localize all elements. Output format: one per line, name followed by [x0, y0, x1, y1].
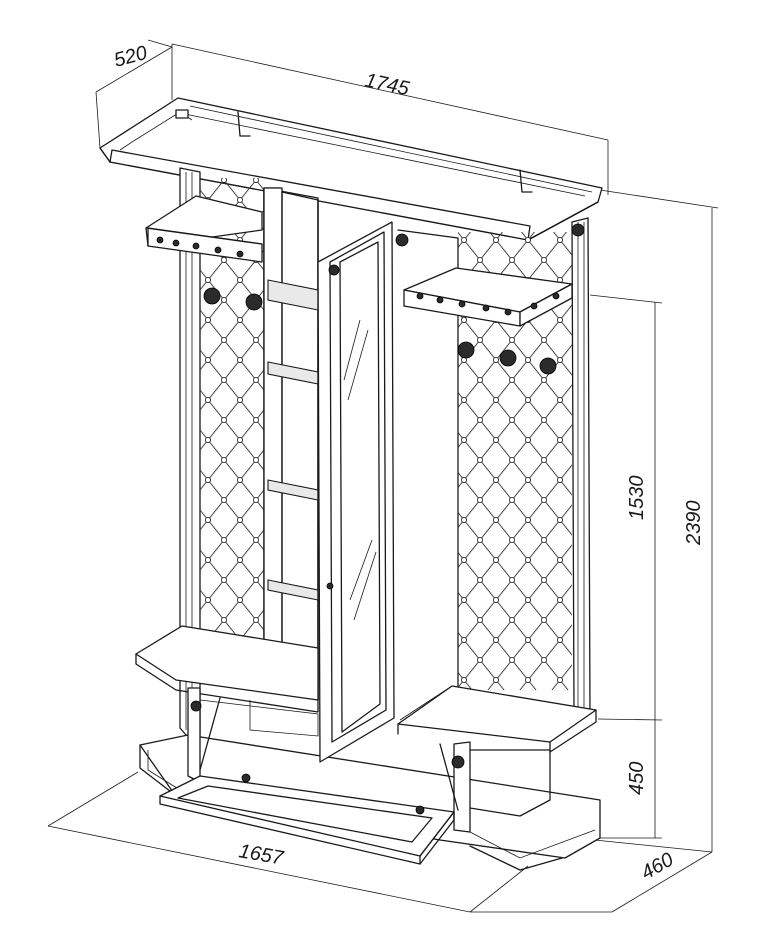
mirror-door [317, 221, 395, 763]
right-seat [397, 685, 597, 753]
dim-depth-top: 520 [112, 42, 150, 72]
dim-width-top: 1745 [363, 69, 412, 100]
dimension-lines [47, 39, 719, 913]
left-rack-knobs [156, 236, 244, 258]
left-coat-hooks [203, 287, 263, 311]
top-cornice [99, 97, 603, 241]
dim-height-seat: 450 [626, 762, 648, 795]
right-coat-hooks [457, 341, 557, 375]
dim-depth-bottom: 460 [638, 849, 678, 885]
shelf-unit [263, 187, 319, 701]
dim-height-hooks: 1530 [626, 476, 648, 521]
right-rack-knobs [416, 292, 560, 316]
left-hat-rack [145, 195, 263, 311]
plinth [139, 734, 601, 871]
dim-height-total: 2390 [683, 501, 705, 547]
lower-compartment [187, 687, 551, 833]
dim-width-bottom: 1657 [237, 840, 286, 870]
left-seat [135, 625, 319, 713]
drop-flap [159, 773, 455, 865]
right-hat-rack [403, 267, 573, 375]
